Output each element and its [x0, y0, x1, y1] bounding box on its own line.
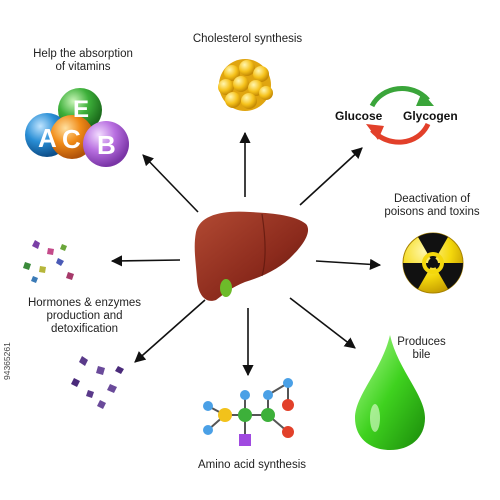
cholesterol-icon [218, 59, 273, 111]
label-amino: Amino acid synthesis [197, 459, 307, 471]
label-hormones: Hormones & enzymes production and detoxi… [27, 297, 142, 336]
arrow-to-bile [289, 297, 356, 349]
vitamin-spheres-icon [25, 88, 129, 167]
arrow-to-poisons [315, 258, 382, 270]
vitamin-letter-A: A [38, 123, 57, 153]
label-bile: Produces bile [397, 336, 446, 362]
label-glucose: Glucose [335, 109, 383, 123]
vitamin-letter-E: E [73, 96, 90, 123]
hormone-crystals-bottom-icon [71, 356, 124, 409]
bile-drop-icon [355, 335, 425, 450]
label-glycogen: Glycogen [403, 109, 458, 123]
arrow-to-hormones-crystals [134, 299, 206, 363]
glucose-glycogen-cycle-icon [366, 86, 434, 145]
hormone-crystals-top-icon [23, 240, 74, 283]
arrow-to-vitamins [142, 154, 199, 213]
gallbladder-icon [220, 279, 232, 297]
arrows [110, 131, 382, 377]
liver-icon [194, 211, 309, 301]
vitamin-letter-C: C [62, 124, 81, 154]
arrow-to-hormones [110, 255, 181, 267]
label-cholesterol: Cholesterol synthesis [192, 33, 303, 45]
arrow-to-glycogen [299, 147, 363, 206]
label-poisons: Deactivation of poisons and toxins [384, 193, 480, 219]
amino-acid-molecule-icon [203, 378, 294, 446]
radiation-hazard-icon [402, 232, 464, 294]
vitamin-letter-B: B [97, 130, 116, 160]
stock-id: 94365261 [2, 342, 12, 380]
label-vitamins: Help the absorption of vitamins [33, 48, 133, 74]
